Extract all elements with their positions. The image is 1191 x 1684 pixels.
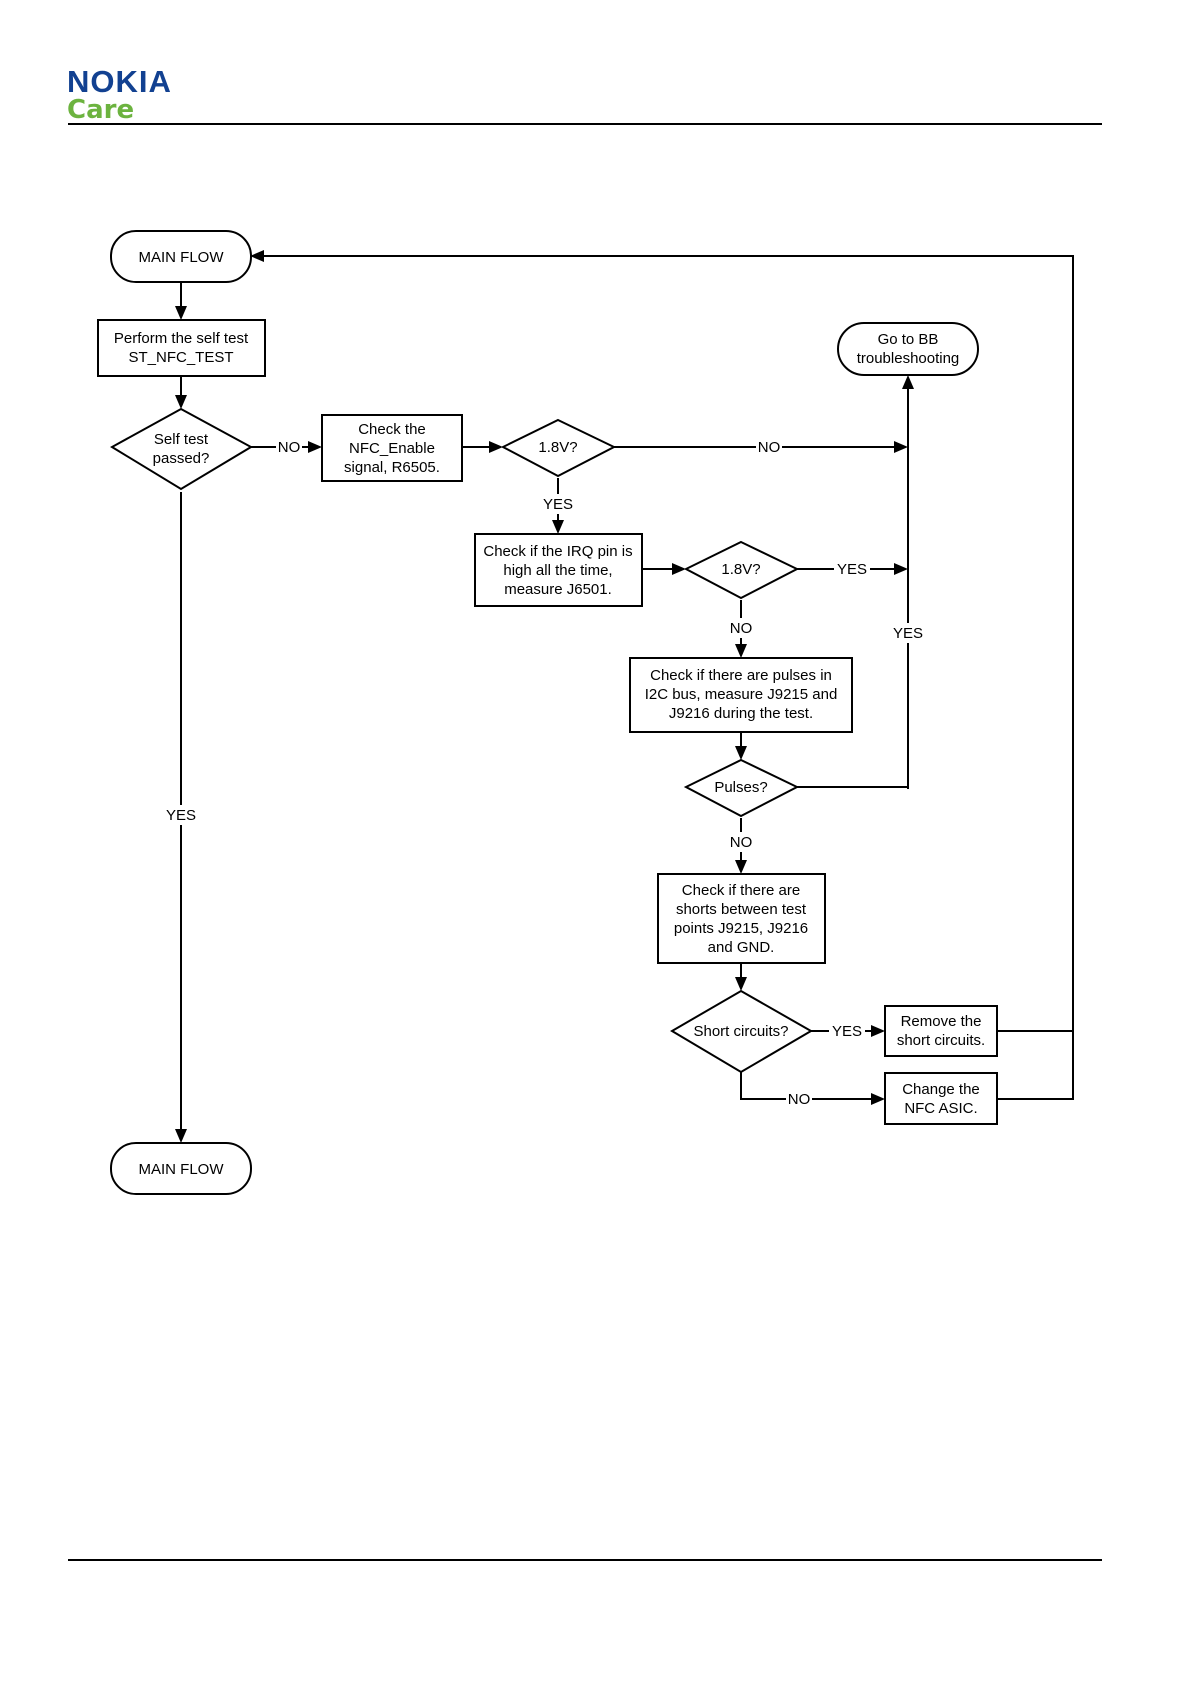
arrowhead bbox=[672, 563, 686, 575]
node-check-nfc-enable: Check the NFC_Enable signal, R6505. bbox=[321, 414, 463, 482]
node-label-line: shorts between test bbox=[676, 901, 807, 918]
arrowhead bbox=[175, 1129, 187, 1143]
node-label-line: Remove the bbox=[901, 1013, 982, 1030]
node-label-line: Go to BB bbox=[878, 331, 939, 348]
arrowhead bbox=[735, 977, 747, 991]
decision-label-line: Self test bbox=[154, 431, 209, 448]
decision-label-line: passed? bbox=[153, 450, 210, 467]
node-perform-self-test: Perform the self test ST_NFC_TEST bbox=[97, 319, 266, 377]
arrowhead bbox=[175, 306, 187, 320]
node-label-line: points J9215, J9216 bbox=[674, 920, 808, 937]
arrowhead bbox=[871, 1025, 885, 1037]
nokia-care-logo: NOKIA Care bbox=[67, 64, 172, 125]
arrowheads bbox=[175, 250, 914, 1143]
arrowhead bbox=[552, 520, 564, 534]
arrowhead bbox=[894, 441, 908, 453]
label-no: NO bbox=[730, 620, 753, 637]
arrowhead bbox=[308, 441, 322, 453]
node-main-flow-end: MAIN FLOW bbox=[110, 1142, 252, 1195]
node-label-line: NFC_Enable bbox=[349, 440, 435, 457]
node-label-line: short circuits. bbox=[897, 1032, 985, 1049]
nokia-wordmark: NOKIA bbox=[67, 64, 172, 99]
connectors bbox=[180, 255, 1074, 1133]
footer-rule bbox=[68, 1559, 1102, 1561]
node-change-nfc-asic: Change the NFC ASIC. bbox=[884, 1072, 998, 1125]
label-yes: YES bbox=[543, 496, 573, 513]
node-label-line: signal, R6505. bbox=[344, 459, 440, 476]
arrowhead bbox=[735, 746, 747, 760]
node-check-shorts: Check if there are shorts between test p… bbox=[657, 873, 826, 964]
label-no: NO bbox=[278, 439, 301, 456]
arrowhead bbox=[250, 250, 264, 262]
label-no: NO bbox=[758, 439, 781, 456]
node-label-line: high all the time, bbox=[503, 562, 612, 579]
node-label-line: measure J6501. bbox=[504, 581, 612, 598]
node-label-line: Perform the self test bbox=[114, 330, 249, 347]
node-check-irq: Check if the IRQ pin is high all the tim… bbox=[474, 533, 643, 607]
connector-return-to-main-flow bbox=[263, 255, 1074, 1100]
decision-label: Short circuits? bbox=[693, 1023, 788, 1040]
node-label-line: Change the bbox=[902, 1081, 980, 1098]
label-no: NO bbox=[730, 834, 753, 851]
node-label-line: Check the bbox=[358, 421, 426, 438]
node-label-line: I2C bus, measure J9215 and bbox=[645, 686, 838, 703]
arrowhead bbox=[175, 395, 187, 409]
node-go-to-bb: Go to BB troubleshooting bbox=[837, 322, 979, 376]
connector-shorts-no bbox=[740, 1072, 876, 1100]
arrowhead bbox=[902, 375, 914, 389]
node-check-pulses: Check if there are pulses in I2C bus, me… bbox=[629, 657, 853, 733]
arrowhead bbox=[871, 1093, 885, 1105]
label-no: NO bbox=[788, 1091, 811, 1108]
node-remove-short-circuits: Remove the short circuits. bbox=[884, 1005, 998, 1057]
decision-pulses: Pulses? bbox=[683, 758, 800, 818]
decision-self-test-passed: Self test passed? bbox=[110, 407, 254, 491]
decision-label: Pulses? bbox=[714, 779, 767, 796]
arrowhead bbox=[489, 441, 503, 453]
arrowhead bbox=[735, 860, 747, 874]
label-yes: YES bbox=[893, 625, 923, 642]
node-label-line: Check if there are pulses in bbox=[650, 667, 832, 684]
edge-labels: NO YES NO YES YES NO YES NO YES NO bbox=[163, 438, 926, 1108]
decision-label: 1.8V? bbox=[538, 439, 577, 456]
node-label-line: NFC ASIC. bbox=[904, 1100, 977, 1117]
node-label: MAIN FLOW bbox=[139, 249, 225, 266]
care-wordmark: Care bbox=[67, 95, 135, 125]
decision-label: 1.8V? bbox=[721, 561, 760, 578]
label-yes: YES bbox=[166, 807, 196, 824]
arrowhead bbox=[894, 563, 908, 575]
node-label-line: Check if there are bbox=[682, 882, 800, 899]
label-yes: YES bbox=[837, 561, 867, 578]
label-yes: YES bbox=[832, 1023, 862, 1040]
decision-1v8-second: 1.8V? bbox=[683, 540, 800, 600]
node-label: MAIN FLOW bbox=[139, 1161, 225, 1178]
decision-short-circuits: Short circuits? bbox=[670, 989, 813, 1074]
node-label-line: and GND. bbox=[708, 939, 775, 956]
node-main-flow-start: MAIN FLOW bbox=[110, 230, 252, 283]
header-rule bbox=[68, 123, 1102, 125]
node-label-line: J9216 during the test. bbox=[669, 705, 813, 722]
decision-1v8-first: 1.8V? bbox=[500, 418, 617, 478]
arrowhead bbox=[735, 644, 747, 658]
node-label-line: ST_NFC_TEST bbox=[128, 349, 233, 366]
node-label-line: Check if the IRQ pin is bbox=[483, 543, 632, 560]
node-label-line: troubleshooting bbox=[857, 350, 960, 367]
